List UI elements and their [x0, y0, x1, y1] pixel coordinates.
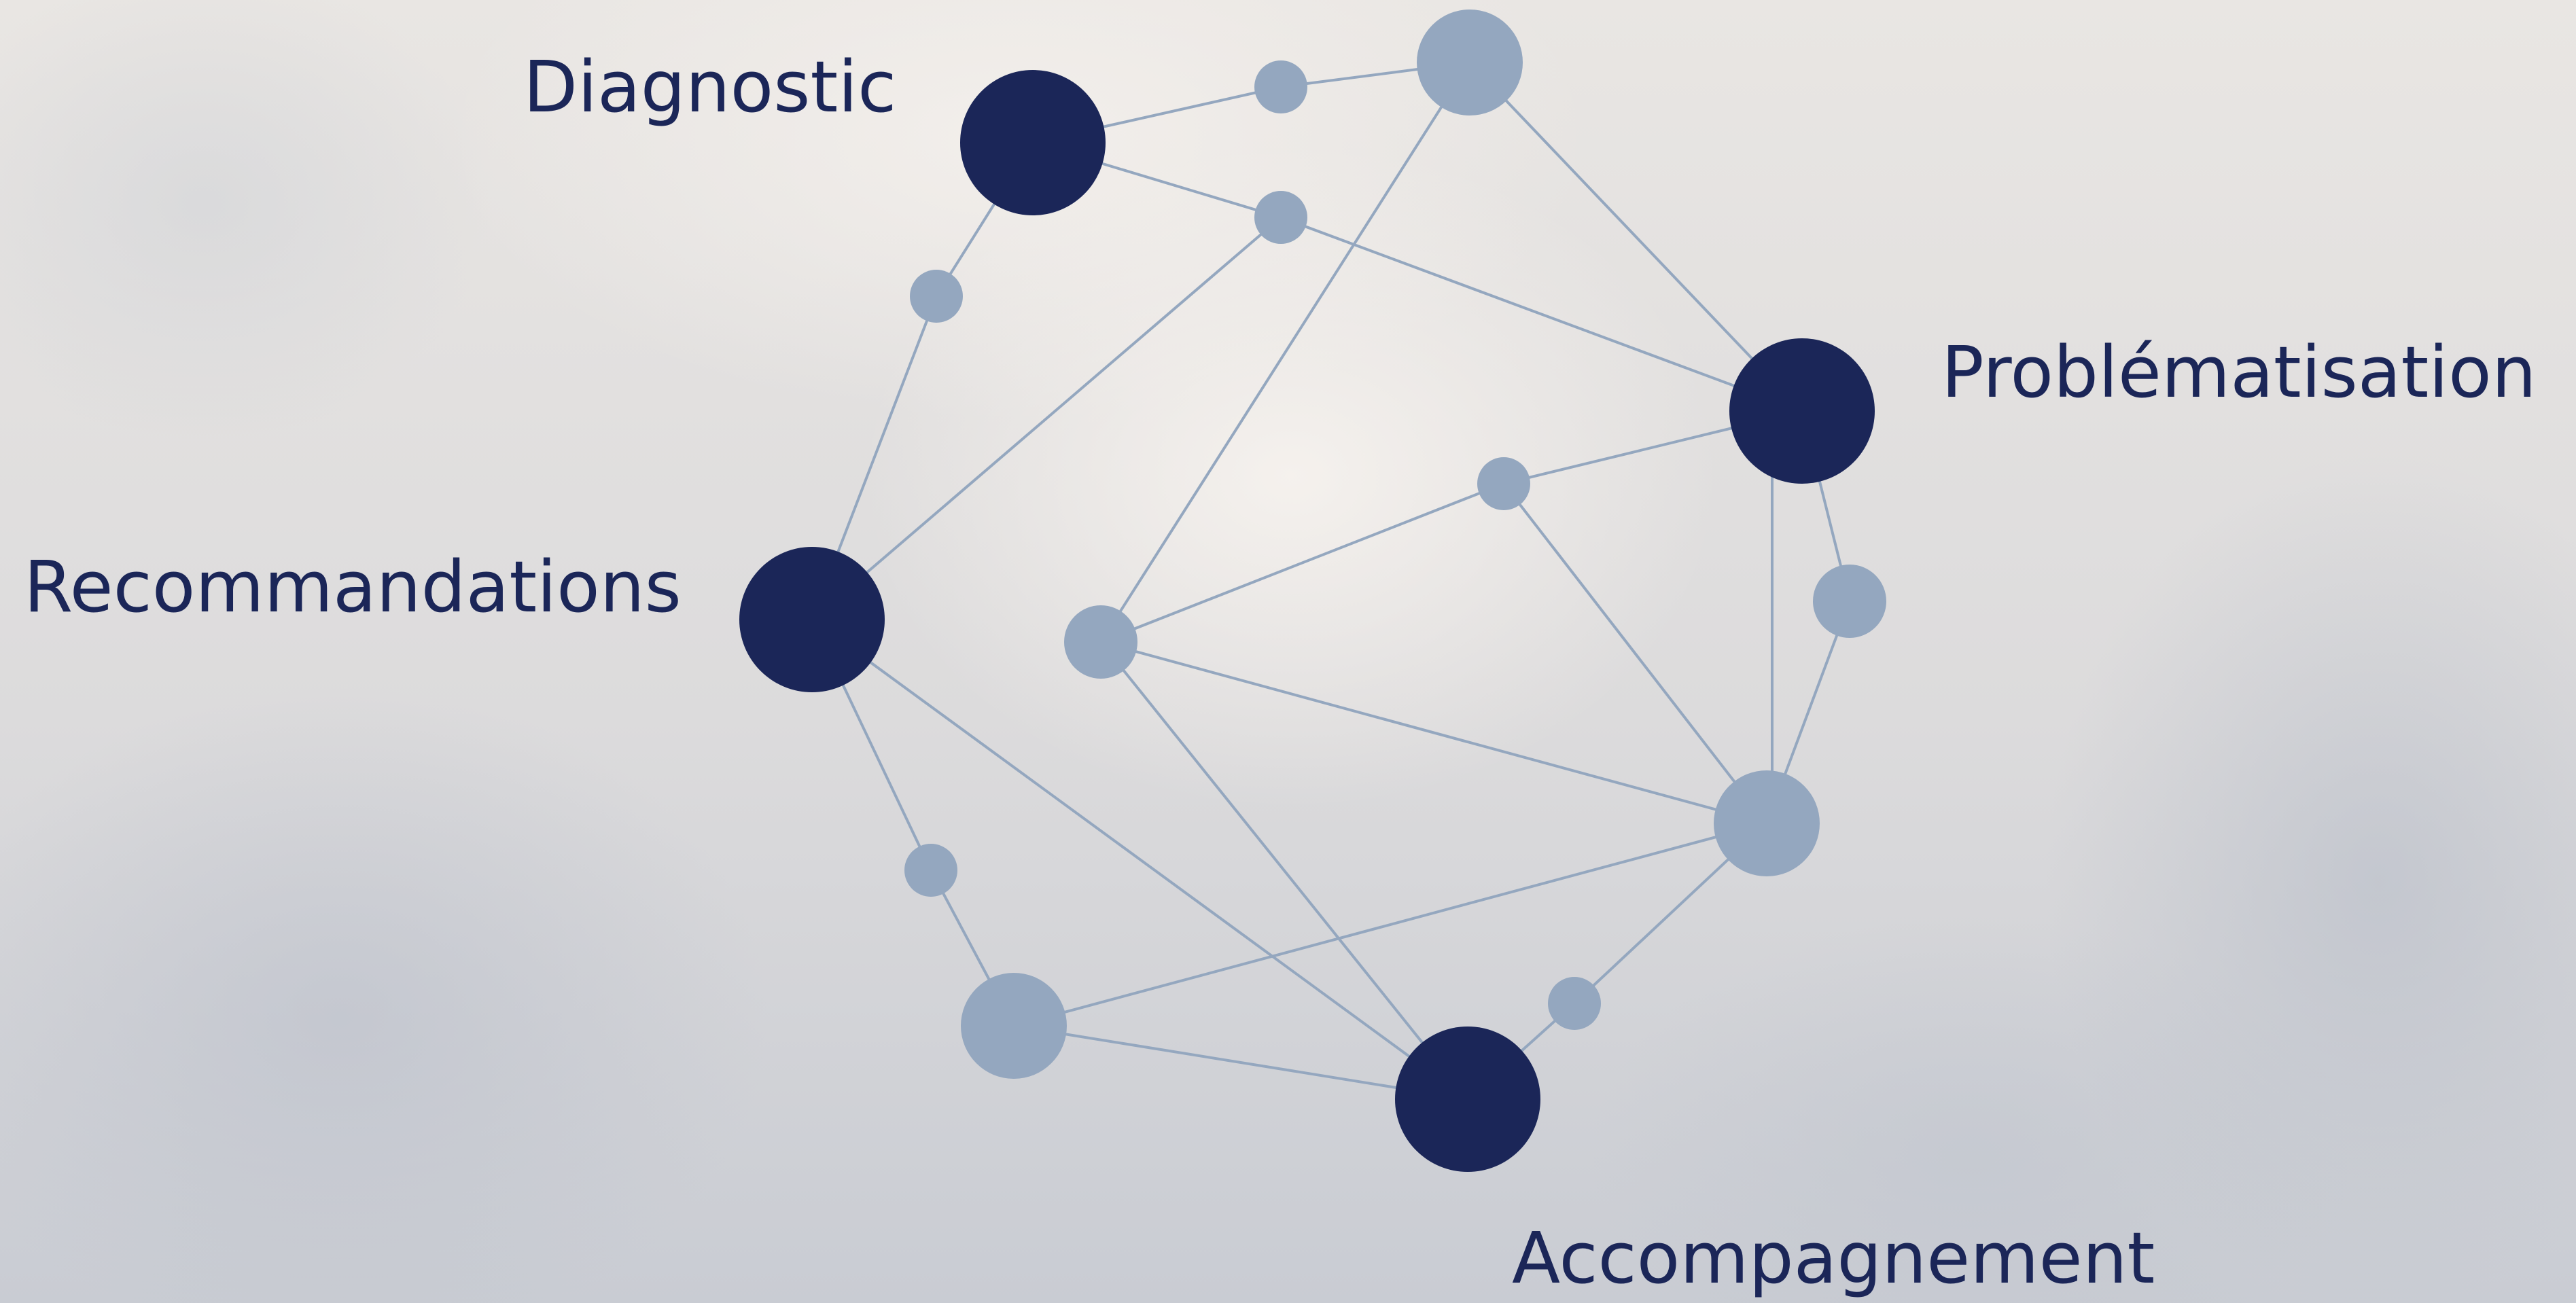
secondary-node [1254, 191, 1307, 244]
edge [1099, 61, 1471, 643]
edge [1100, 482, 1504, 643]
secondary-node [910, 270, 963, 323]
edge [811, 618, 1469, 1101]
edge [1502, 482, 1768, 825]
primary-node-problematisation [1729, 338, 1875, 484]
secondary-node [1417, 10, 1523, 115]
nodes [739, 10, 1886, 1172]
edge [1100, 641, 1767, 825]
edge [811, 216, 1282, 621]
secondary-node [1064, 605, 1137, 679]
primary-node-diagnostic [960, 70, 1106, 215]
secondary-node [1813, 565, 1886, 638]
label-diagnostic: Diagnostic [523, 46, 897, 128]
primary-node-accompagnement [1395, 1027, 1540, 1172]
edges [811, 61, 1851, 1101]
edge [1013, 1024, 1468, 1101]
edge [1280, 216, 1803, 412]
edge [1468, 61, 1803, 412]
secondary-node [904, 844, 957, 897]
secondary-node [1714, 770, 1820, 876]
label-problematisation: Problématisation [1941, 331, 2537, 414]
secondary-node [1477, 457, 1530, 510]
label-accompagnement: Accompagnement [1512, 1217, 2155, 1300]
edge [1013, 822, 1767, 1027]
edge [1099, 641, 1469, 1101]
primary-node-recommandations [739, 547, 885, 692]
label-recommandations: Recommandations [24, 546, 682, 628]
secondary-node [961, 973, 1067, 1079]
secondary-node [1548, 977, 1601, 1030]
secondary-node [1254, 60, 1307, 113]
